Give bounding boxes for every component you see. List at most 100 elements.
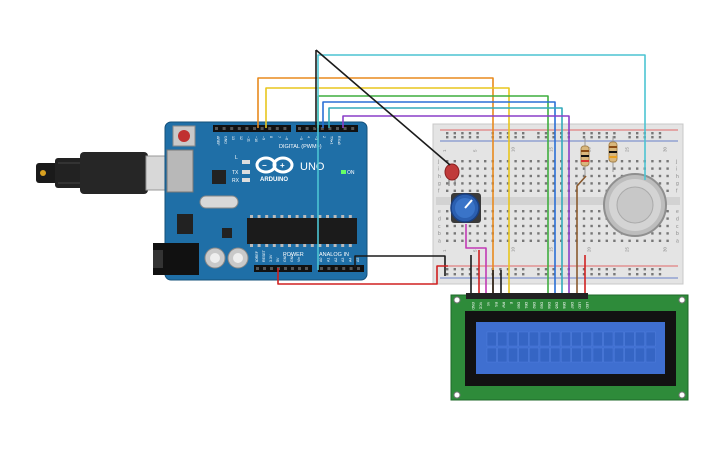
wire-red-bottom xyxy=(277,265,448,285)
lcd-pin-label: DB1 xyxy=(524,302,528,309)
wire-brown xyxy=(576,175,587,296)
digital-pin-label: ~9 xyxy=(262,136,266,140)
breadboard-row-letter: f xyxy=(676,189,678,195)
wire-lcd-magenta xyxy=(465,224,487,296)
breadboard-col-number: 10 xyxy=(510,246,515,252)
lcd-pin-label: DB0 xyxy=(517,302,521,309)
breadboard-row-letter: d xyxy=(438,216,441,222)
wire-orange xyxy=(257,77,494,296)
power-pin-label: Vin xyxy=(297,257,301,262)
power-label: POWER xyxy=(283,252,304,258)
breadboard-row-letter: h xyxy=(438,174,441,180)
lcd-pin-label: LED xyxy=(577,302,581,309)
digital-header-right[interactable] xyxy=(296,125,358,132)
wire-black-bottom xyxy=(354,255,446,276)
wire-blue xyxy=(322,101,556,296)
lcd-pin-label: DB2 xyxy=(532,302,536,309)
wires xyxy=(257,49,646,296)
breadboard-col-number: 20 xyxy=(586,246,591,252)
arduino-brand: ARDUINO xyxy=(260,177,288,183)
digital-pin-label: ~6 xyxy=(284,136,288,140)
tx-label: TX xyxy=(232,170,239,176)
resistor-1[interactable] xyxy=(580,138,590,176)
analog-pin-label: A4 xyxy=(349,258,353,262)
digital-header-left[interactable] xyxy=(213,125,291,132)
lcd-pin-label: VCC xyxy=(479,302,483,310)
power-header[interactable] xyxy=(254,265,312,272)
wire-purple xyxy=(342,115,570,296)
svg-text:+: + xyxy=(280,161,285,170)
arduino-model: UNO xyxy=(300,161,325,173)
breadboard-col-number: 1 xyxy=(442,149,447,152)
lcd-pin-label: DB5 xyxy=(555,302,559,309)
digital-pin-label: ~10 xyxy=(254,136,258,142)
lcd-pin-label: E xyxy=(509,302,513,305)
wire-yellow xyxy=(265,87,510,296)
lcd-pin-label: DB6 xyxy=(562,302,566,309)
gas-sensor[interactable] xyxy=(603,173,667,237)
power-pin-label: GND xyxy=(290,254,294,262)
led-red[interactable] xyxy=(444,163,460,186)
breadboard-row-letter: g xyxy=(438,181,441,187)
breadboard-row-letter: i xyxy=(676,166,677,172)
arduino-logo: − + xyxy=(255,156,294,174)
l-label: L xyxy=(235,155,238,161)
rx-label: RX xyxy=(232,178,240,184)
digital-label: DIGITAL (PWM~) xyxy=(279,144,322,150)
wire-cyan xyxy=(317,54,646,270)
breadboard-row-letter: b xyxy=(676,231,679,237)
breadboard-col-number: 30 xyxy=(662,246,667,252)
arduino-uno-board[interactable]: − + ARDUINO UNO DIGITAL (PWM~) POWER ANA… xyxy=(153,121,368,281)
power-pin-label: RESET xyxy=(262,249,266,262)
breadboard-col-number: 10 xyxy=(510,146,515,152)
lcd-pin-label: RW xyxy=(501,302,505,308)
digital-pin-label: ~3 xyxy=(314,136,318,140)
digital-pin-label: 4 xyxy=(307,136,311,138)
usb-cable xyxy=(36,152,171,194)
breadboard-row-letter: d xyxy=(676,216,679,222)
lcd-pin-label: LED xyxy=(585,302,589,309)
breadboard-row-letter: a xyxy=(438,239,441,245)
breadboard-col-number: 25 xyxy=(624,146,629,152)
digital-pin-label: 12 xyxy=(239,136,243,140)
breadboard-row-letter: h xyxy=(676,174,679,180)
breadboard-col-number: 15 xyxy=(548,246,553,252)
breadboard-row-letter: e xyxy=(676,209,679,215)
power-pin-label: IOREF xyxy=(255,250,259,262)
power-pin-label: 3.3V xyxy=(269,254,273,262)
digital-pin-label: 13 xyxy=(231,136,235,140)
breadboard-row-letter: c xyxy=(438,224,441,230)
breadboard-col-number: 1 xyxy=(442,249,447,252)
digital-pin-label: RX◂0 xyxy=(337,136,341,145)
wire-teal xyxy=(328,107,563,296)
lcd-header[interactable] xyxy=(466,293,588,299)
on-label: ON xyxy=(347,170,355,176)
analog-pin-label: A5 xyxy=(356,258,360,262)
analog-header[interactable] xyxy=(318,265,364,272)
analog-pin-label: A0 xyxy=(319,258,323,262)
digital-pin-label: ~5 xyxy=(299,136,303,140)
lcd-pin-label: DB4 xyxy=(547,302,551,309)
svg-text:−: − xyxy=(262,161,267,170)
resistor-2[interactable] xyxy=(608,136,618,172)
power-pin-label: 5V xyxy=(276,257,280,262)
digital-pin-label: AREF xyxy=(216,136,220,146)
digital-pin-label: 8 xyxy=(269,136,273,138)
breadboard-col-number: 5 xyxy=(472,249,477,252)
breadboard-row-letter: e xyxy=(438,209,441,215)
potentiometer[interactable] xyxy=(450,193,481,223)
breadboard-col-number: 30 xyxy=(662,146,667,152)
analog-pin-label: A1 xyxy=(326,258,330,262)
breadboard-col-number: 15 xyxy=(548,146,553,152)
breadboard-row-letter: i xyxy=(438,166,439,172)
lcd-pin-label: RS xyxy=(494,302,498,307)
digital-pin-label: TX▸1 xyxy=(329,136,333,144)
atmega-chip xyxy=(247,218,357,244)
analog-label: ANALOG IN xyxy=(319,252,349,258)
wire-black-diag xyxy=(315,49,451,166)
breadboard-row-letter: c xyxy=(676,224,679,230)
lcd-pin-label: DB7 xyxy=(570,302,574,309)
digital-pin-label: 7 xyxy=(277,136,281,138)
